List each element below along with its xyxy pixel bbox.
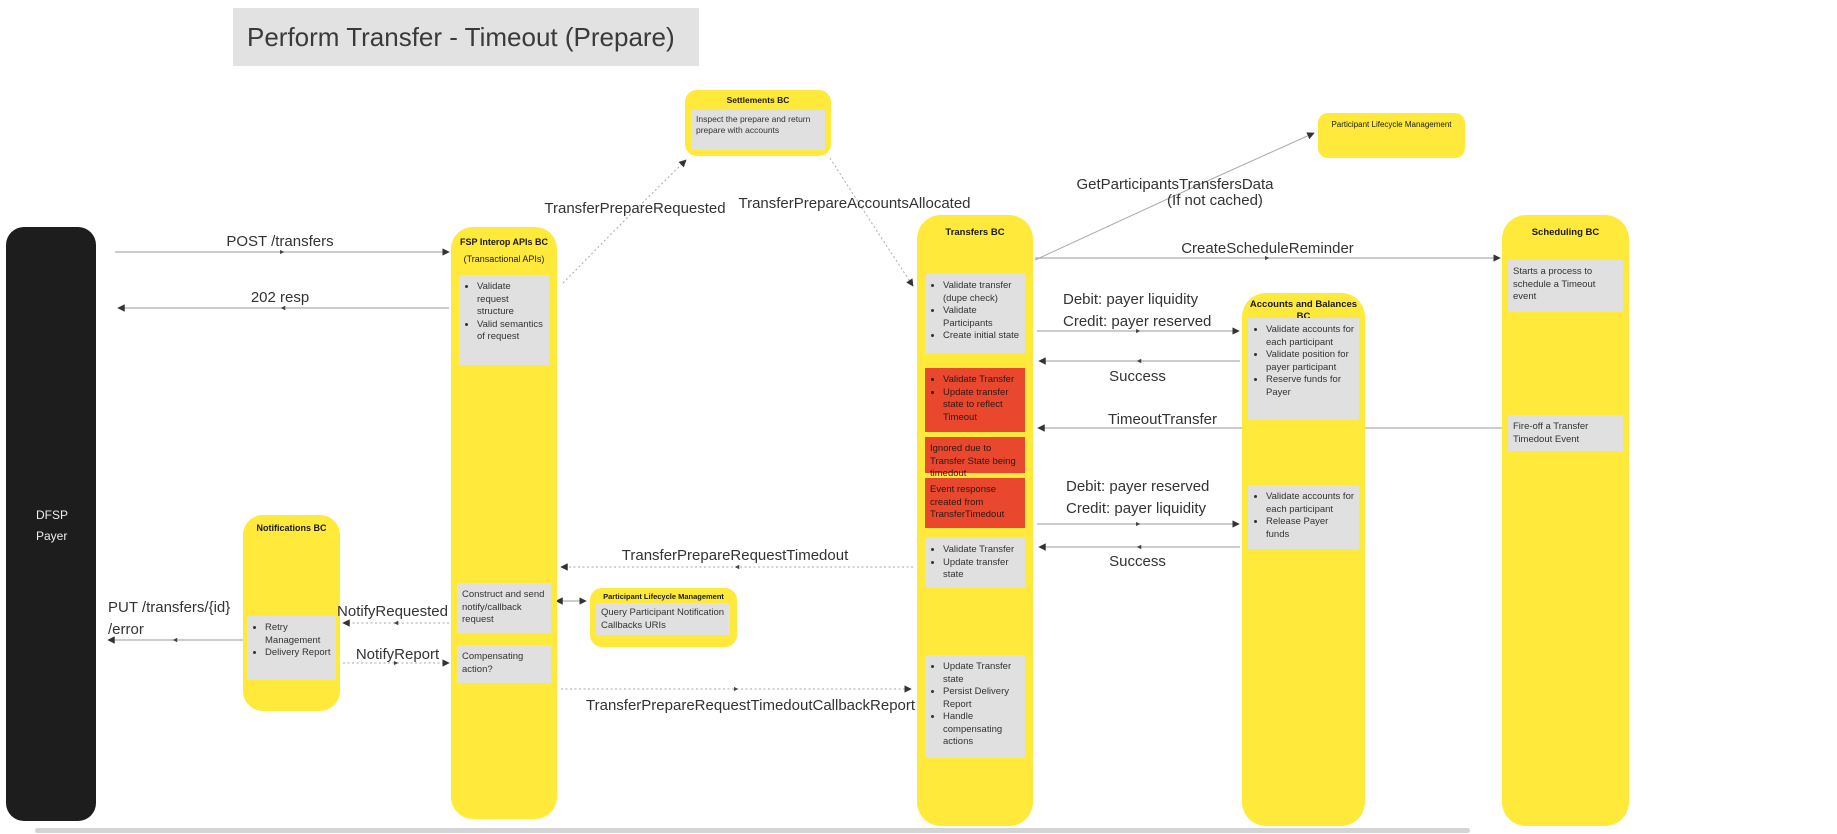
msg-success-1: Success	[1109, 368, 1166, 385]
transfers-red-item: Update transfer state to reflect Timeout	[943, 387, 1020, 425]
accounts-item: Release Payer funds	[1266, 516, 1354, 541]
lane-notifications-bc: Notifications BC Retry Management Delive…	[243, 515, 340, 711]
msg-notify-requested: NotifyRequested	[337, 603, 448, 620]
actor-label-dfsp: DFSP	[36, 508, 69, 522]
lane-fsp-subtitle: (Transactional APIs)	[463, 254, 545, 265]
msg-if-not-cached: (If not cached)	[1167, 192, 1263, 209]
transfers-red-item: Validate Transfer	[943, 374, 1020, 387]
note-plm-query-title: Participant Lifecycle Management	[603, 592, 724, 601]
note-settlements-bc: Settlements BC Inspect the prepare and r…	[685, 90, 831, 156]
msg-put-error: /error	[108, 621, 144, 638]
scheduling-start-box: Starts a process to schedule a Timeout e…	[1508, 260, 1623, 312]
arrow-transfer-prepare-accounts-allocated	[829, 157, 914, 287]
msg-202-resp: 202 resp	[250, 289, 310, 306]
transfers-item: Create initial state	[943, 330, 1020, 343]
note-plm-query: Participant Lifecycle Management Query P…	[590, 588, 737, 647]
transfers-item: Validate Transfer	[943, 544, 1020, 557]
notifications-item: Delivery Report	[265, 647, 331, 660]
transfers-persist-box: Update Transfer state Persist Delivery R…	[925, 655, 1025, 758]
msg-credit-payer-liquidity: Credit: payer liquidity	[1066, 500, 1207, 517]
transfers-item: Handle compensating actions	[943, 711, 1020, 749]
note-settlements-title: Settlements BC	[726, 95, 790, 105]
msg-transfer-prepare-accounts-allocated: TransferPrepareAccountsAllocated	[738, 195, 971, 212]
lane-scheduling-title: Scheduling BC	[1531, 227, 1600, 238]
transfers-item: Validate Participants	[943, 305, 1020, 330]
note-plm-top: Participant Lifecycle Management	[1318, 113, 1465, 158]
accounts-item: Validate position for payer participant	[1266, 349, 1354, 374]
horizontal-scrollbar[interactable]	[35, 828, 1470, 833]
accounts-item: Reserve funds for Payer	[1266, 374, 1354, 399]
actor-label-payer: Payer	[36, 529, 68, 543]
notifications-retry-box: Retry Management Delivery Report	[247, 616, 336, 680]
accounts-reserve-box: Validate accounts for each participant V…	[1248, 318, 1359, 420]
lane-fsp-title: FSP Interop APIs BC	[459, 237, 548, 247]
msg-put-transfers-id: PUT /transfers/{id}	[108, 599, 231, 616]
lane-transfers-title: Transfers BC	[945, 227, 1005, 238]
msg-create-schedule-reminder: CreateScheduleReminder	[1181, 240, 1354, 257]
accounts-item: Validate accounts for each participant	[1266, 324, 1354, 349]
lane-accounts-title: Accounts and Balances BC	[1249, 299, 1358, 322]
msg-timedout-callback-report: TransferPrepareRequestTimedoutCallbackRe…	[586, 697, 916, 714]
lane-transfers-bc: Transfers BC Validate transfer (dupe che…	[917, 215, 1033, 826]
lane-scheduling-bc: Scheduling BC Starts a process to schedu…	[1502, 215, 1629, 826]
msg-success-2: Success	[1109, 553, 1166, 570]
transfers-item: Persist Delivery Report	[943, 686, 1020, 711]
msg-timeout-transfer: TimeoutTransfer	[1108, 411, 1217, 428]
scheduling-fireoff-box: Fire-off a Transfer Timedout Event	[1508, 415, 1623, 451]
notifications-item: Retry Management	[265, 622, 331, 647]
fsp-validate-box: Validate request structure Valid semanti…	[459, 275, 549, 365]
transfers-item: Validate transfer (dupe check)	[943, 280, 1020, 305]
transfers-timeout-red-box: Validate Transfer Update transfer state …	[925, 368, 1025, 432]
note-plm-top-title: Participant Lifecycle Management	[1331, 120, 1452, 129]
fsp-validate-item: Validate request structure	[477, 281, 544, 319]
page-title: Perform Transfer - Timeout (Prepare)	[233, 8, 699, 66]
lane-fsp-interop-apis-bc: FSP Interop APIs BC (Transactional APIs)…	[451, 227, 557, 819]
msg-post-transfers: POST /transfers	[226, 233, 334, 250]
msg-debit-payer-liquidity: Debit: payer liquidity	[1063, 291, 1199, 308]
transfers-update-state-box: Validate Transfer Update transfer state	[925, 538, 1025, 588]
transfers-ignored-red-box: Ignored due to Transfer State being time…	[925, 437, 1025, 479]
accounts-release-box: Validate accounts for each participant R…	[1248, 485, 1359, 549]
msg-credit-payer-reserved: Credit: payer reserved	[1063, 313, 1212, 330]
lane-notifications-title: Notifications BC	[256, 523, 327, 533]
msg-debit-payer-reserved: Debit: payer reserved	[1066, 478, 1210, 495]
arrow-transfer-prepare-requested	[562, 159, 687, 284]
fsp-construct-notify-box: Construct and send notify/callback reque…	[457, 583, 551, 633]
lane-accounts-balances-bc: Accounts and Balances BC Validate accoun…	[1242, 293, 1365, 826]
accounts-item: Validate accounts for each participant	[1266, 491, 1354, 516]
actor-dfsp-payer: DFSP Payer	[6, 227, 96, 821]
msg-get-participants-transfers-data: GetParticipantsTransfersData	[1076, 176, 1274, 193]
transfers-event-response-red-box: Event response created from TransferTime…	[925, 478, 1025, 528]
fsp-validate-item: Valid semantics of request	[477, 319, 544, 344]
note-settlements-body: Inspect the prepare and return prepare w…	[691, 110, 825, 150]
transfers-item: Update transfer state	[943, 557, 1020, 582]
arrow-get-participants-transfers-data	[1034, 132, 1315, 261]
msg-transfer-prepare-request-timedout: TransferPrepareRequestTimedout	[621, 547, 849, 564]
note-plm-query-body: Query Participant Notification Callbacks…	[596, 603, 730, 635]
transfers-item: Update Transfer state	[943, 661, 1020, 686]
msg-notify-report: NotifyReport	[355, 646, 440, 663]
transfers-validate-box: Validate transfer (dupe check) Validate …	[925, 274, 1025, 354]
fsp-compensating-box: Compensating action?	[457, 645, 551, 683]
msg-transfer-prepare-requested: TransferPrepareRequested	[544, 200, 726, 217]
